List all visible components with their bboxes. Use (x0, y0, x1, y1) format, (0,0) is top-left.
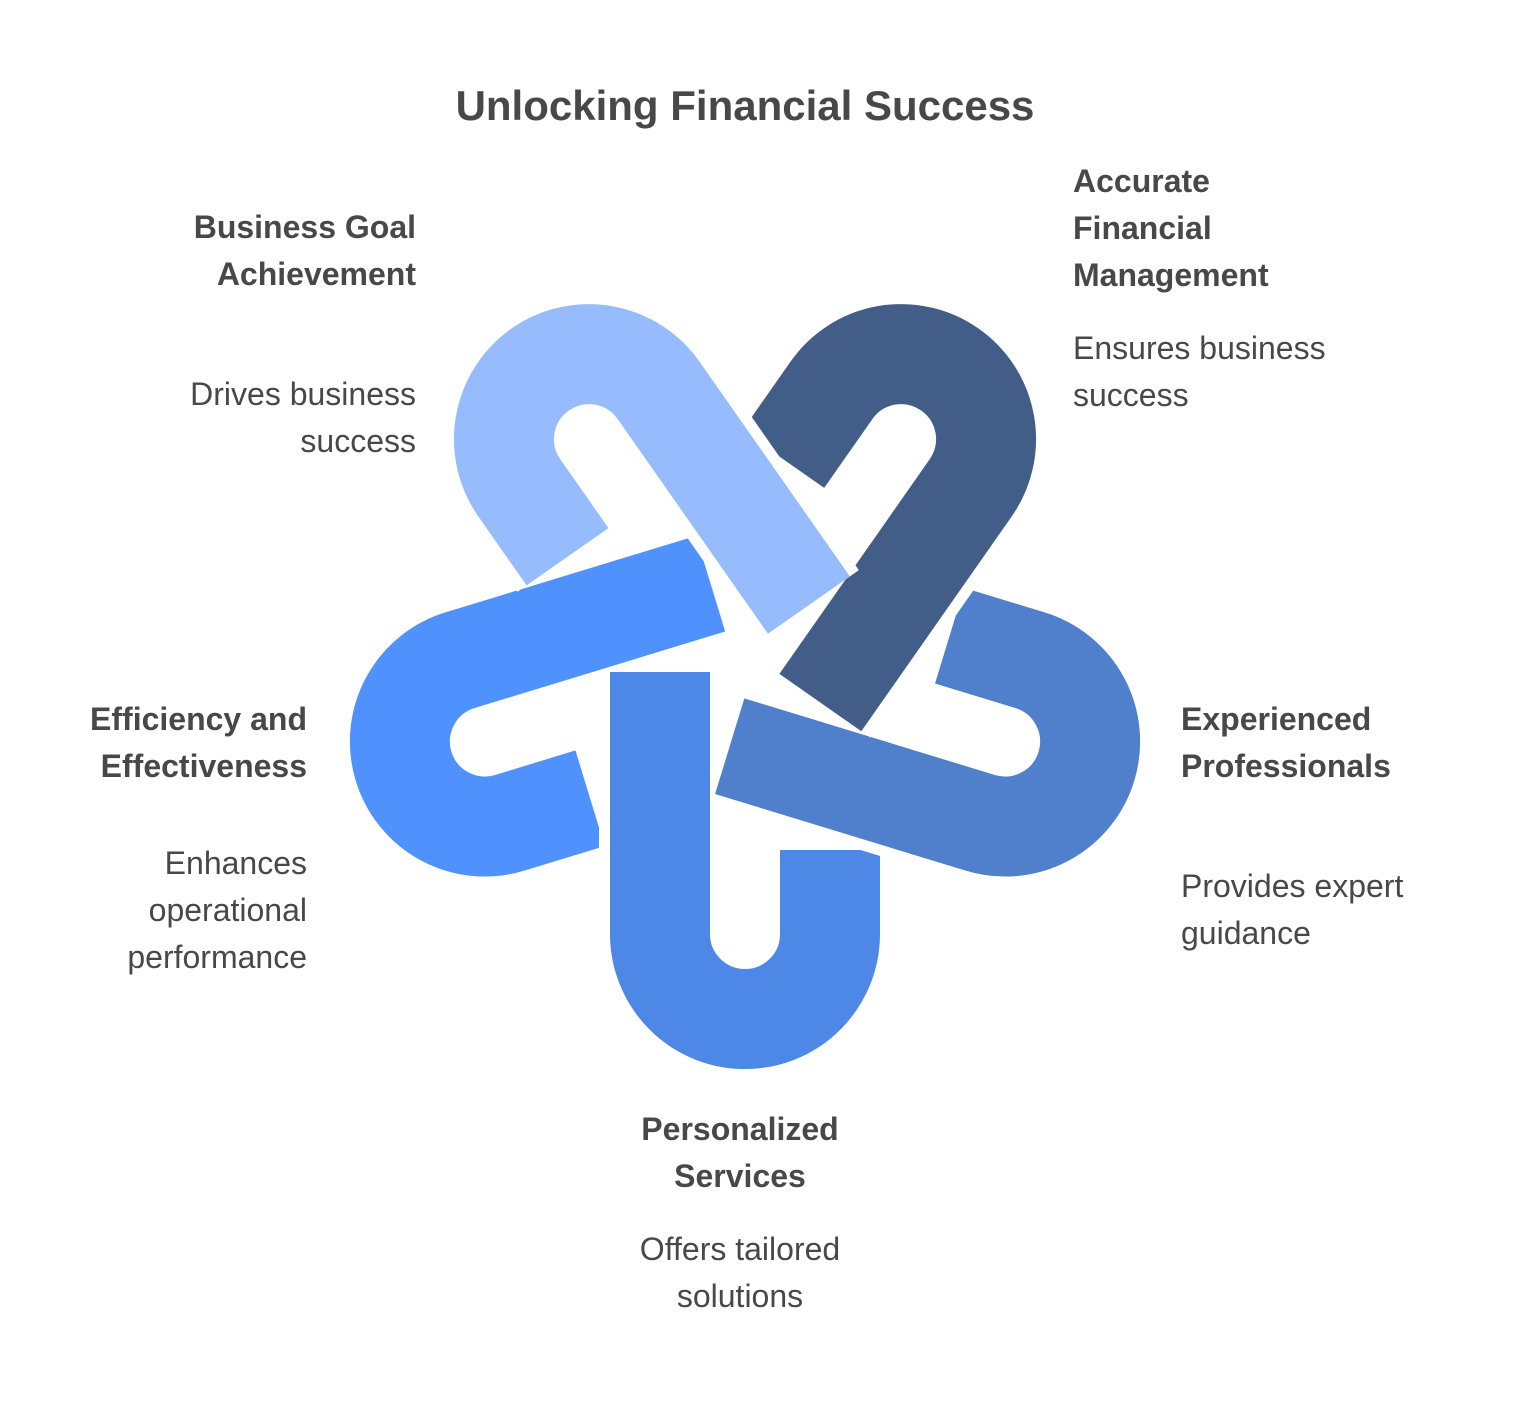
link-accurate-financial (733, 293, 1047, 738)
item-heading: Business Goal Achievement (193, 209, 416, 292)
link-band (610, 672, 880, 1069)
link-efficiency (338, 525, 729, 888)
item-heading: Accurate Financial Management (1073, 163, 1269, 293)
item-efficiency: Efficiency and Effectiveness Enhances op… (90, 696, 307, 981)
link-band (349, 535, 726, 877)
item-experienced-professionals: Experienced Professionals Provides exper… (1181, 696, 1403, 957)
diagram-title: Unlocking Financial Success (455, 82, 1035, 129)
item-accurate-financial: Accurate Financial Management Ensures bu… (1073, 158, 1326, 419)
item-heading: Experienced Professionals (1181, 701, 1391, 784)
link-band (715, 587, 1141, 877)
link-business-goal (443, 293, 859, 641)
item-description: Provides expert guidance (1181, 868, 1404, 951)
item-heading: Efficiency and Effectiveness (90, 701, 307, 784)
item-description: Drives business success (190, 376, 416, 459)
link-band (742, 304, 1036, 732)
link-experienced (711, 577, 1152, 888)
item-personalized-services: Personalized Services Offers tailored so… (540, 1106, 940, 1320)
item-description: Ensures business success (1073, 330, 1326, 413)
link-band (454, 304, 850, 634)
item-description: Offers tailored solutions (639, 1231, 841, 1314)
link-personalized (599, 672, 891, 1080)
item-business-goal: Business Goal Achievement Drives busines… (190, 204, 416, 465)
item-description: Enhances operational performance (127, 845, 307, 975)
item-heading: Personalized Services (641, 1111, 839, 1194)
